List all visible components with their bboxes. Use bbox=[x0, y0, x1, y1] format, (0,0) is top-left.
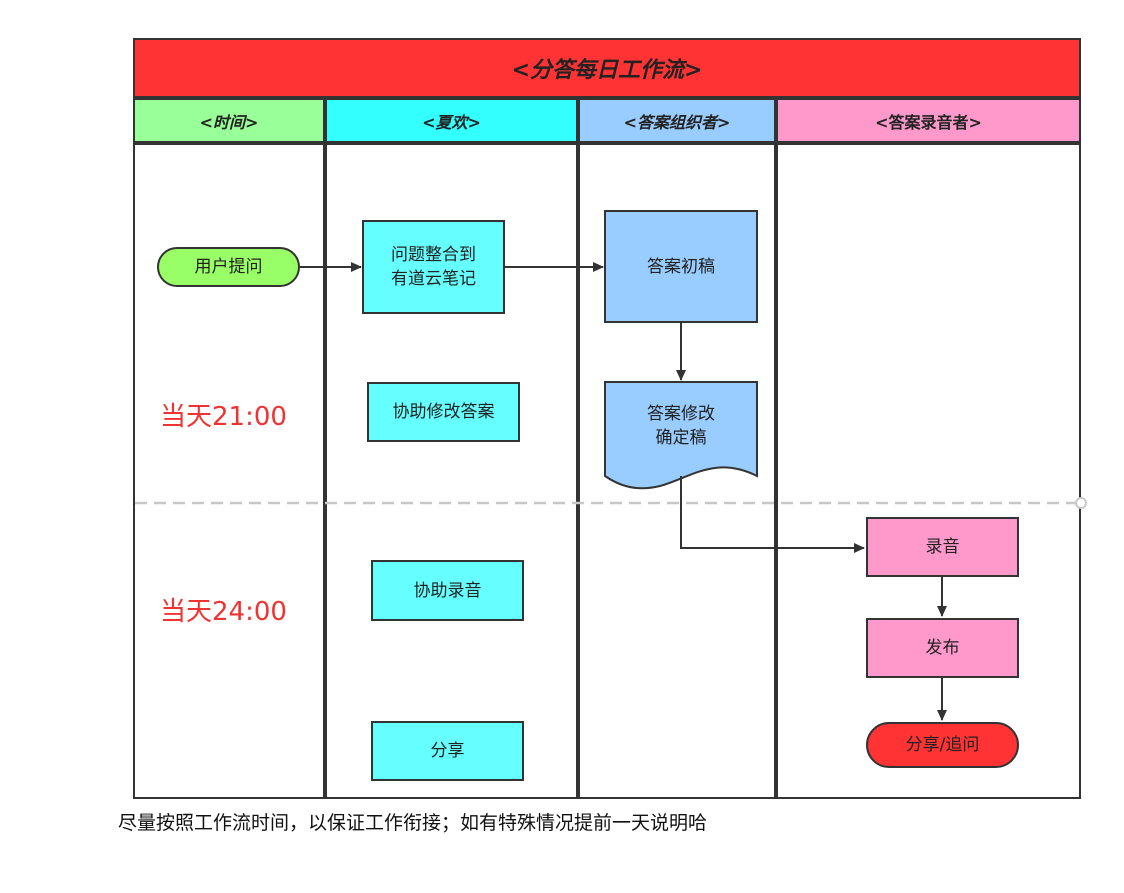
node-organize-question: 问题整合到 有道云笔记 bbox=[362, 220, 505, 314]
node-draft: 答案初稿 bbox=[604, 210, 758, 323]
node-assist-record: 协助录音 bbox=[371, 560, 524, 621]
lane-header-answer-organizer: <答案组织者> bbox=[578, 98, 776, 143]
lane-answer-recorder bbox=[776, 143, 1081, 799]
revise-final-shape bbox=[604, 381, 758, 490]
node-record: 录音 bbox=[866, 517, 1019, 577]
node-publish: 发布 bbox=[866, 618, 1019, 678]
divider-end-handle bbox=[1075, 497, 1087, 509]
node-share: 分享 bbox=[371, 721, 524, 781]
lane-header-xiahuan: <夏欢> bbox=[325, 98, 578, 143]
time-label-2400: 当天24:00 bbox=[160, 597, 287, 627]
arrow-revise-to-record bbox=[680, 476, 865, 553]
time-label-2100: 当天21:00 bbox=[160, 402, 287, 432]
footer-note: 尽量按照工作流时间，以保证工作衔接；如有特殊情况提前一天说明哈 bbox=[118, 812, 708, 834]
diagram-title: <分答每日工作流> bbox=[133, 38, 1081, 98]
node-assist-edit: 协助修改答案 bbox=[367, 382, 520, 442]
lane-header-answer-recorder: <答案录音者> bbox=[776, 98, 1081, 143]
node-user-question: 用户提问 bbox=[157, 247, 300, 287]
node-share-followup: 分享/追问 bbox=[866, 722, 1019, 768]
lane-header-time: <时间> bbox=[133, 98, 325, 143]
node-revise-final: 答案修改 确定稿 bbox=[647, 404, 715, 448]
